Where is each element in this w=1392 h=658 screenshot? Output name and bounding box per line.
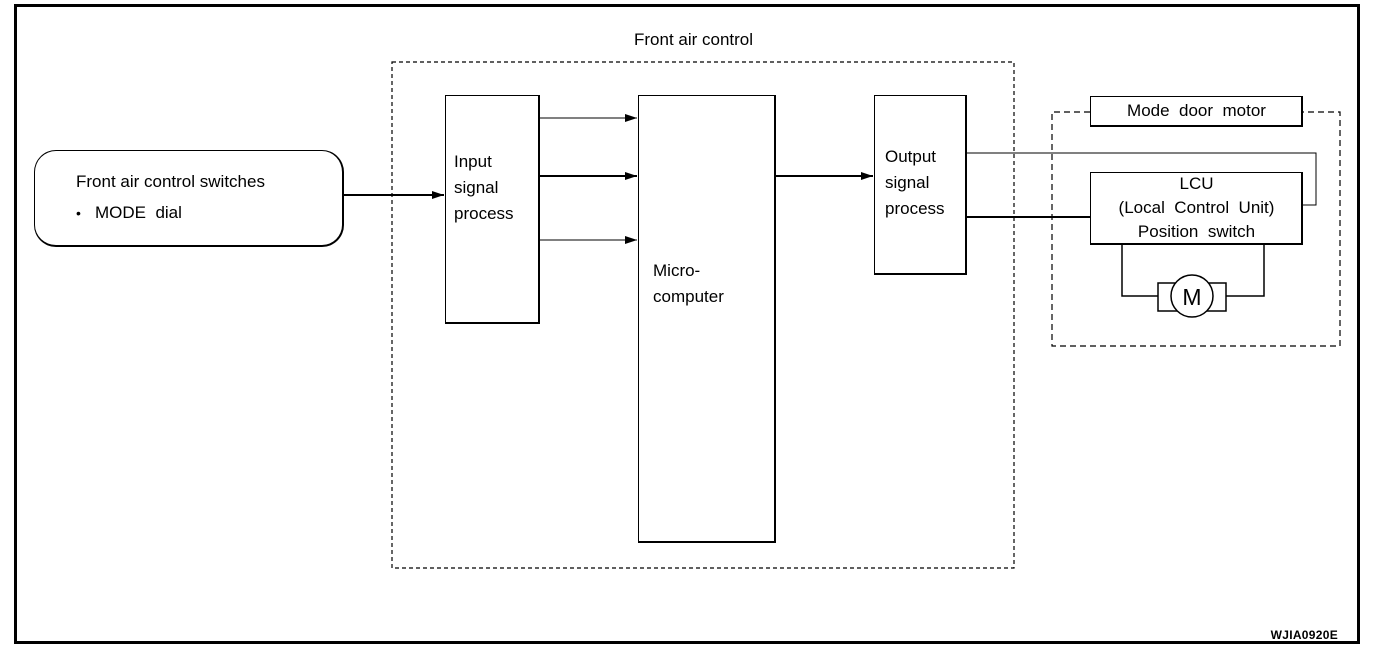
- output-process-line-1: Output: [885, 147, 937, 166]
- input-process-line-2: signal: [454, 178, 499, 197]
- front-air-control-title: Front air control: [634, 30, 754, 49]
- mode-door-motor-title-box: [1090, 96, 1303, 127]
- mode-door-motor-boundary: [1051, 111, 1341, 347]
- figure-code: WJIA0920E: [1270, 628, 1338, 642]
- lcu-to-motor-wire-left: [1121, 244, 1158, 297]
- microcomputer-line-2: computer: [653, 287, 724, 306]
- output-to-lcu-feedback-wire: [966, 152, 1317, 206]
- output-process-line-2: signal: [885, 173, 930, 192]
- switches-item-mode-dial: MODE dial: [95, 203, 182, 222]
- figure-frame: [14, 4, 1360, 644]
- front-air-control-switches-box: [34, 150, 344, 247]
- input-process-line-1: Input: [454, 152, 492, 171]
- output-signal-process-box: [874, 95, 967, 275]
- input-signal-process-box: [445, 95, 540, 324]
- motor-circle: [1170, 274, 1214, 318]
- motor-symbol-label: M: [1182, 284, 1201, 310]
- output-process-line-3: process: [885, 199, 945, 218]
- microcomputer-line-1: Micro-: [653, 261, 701, 280]
- lcu-line-3: Position switch: [1137, 222, 1256, 241]
- lcu-box: [1090, 172, 1303, 245]
- switches-title: Front air control switches: [76, 172, 265, 191]
- input-process-line-3: process: [454, 204, 514, 223]
- lcu-line-1: LCU: [1179, 174, 1214, 193]
- lcu-to-motor-wire-right: [1226, 244, 1265, 297]
- microcomputer-box: [638, 95, 776, 543]
- mode-door-motor-title: Mode door motor: [1127, 101, 1266, 120]
- switches-bullet: •: [76, 205, 81, 221]
- lcu-line-2: (Local Control Unit): [1118, 198, 1275, 217]
- front-air-control-boundary: [391, 61, 1015, 569]
